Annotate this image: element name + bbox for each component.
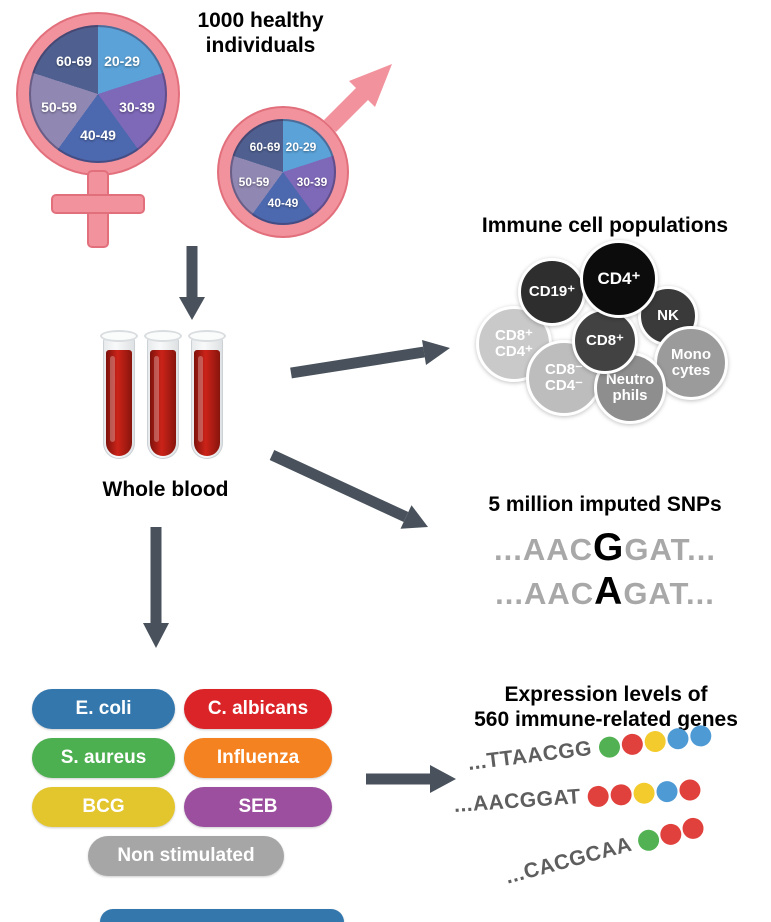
expression-dot-blue [655,779,679,803]
female-cross-bar [53,196,143,212]
tube-blood [194,350,220,456]
age-label-40-49: 40-49 [267,196,299,210]
blood-tube [100,330,138,459]
tube-rim [144,330,182,342]
female-ring: 60-69 20-29 30-39 40-49 50-59 [16,12,180,176]
age-label-20-29: 20-29 [104,53,140,69]
stimulus-ecoli: E. coli [32,689,175,729]
immune-cell-cluster: CD8⁺ CD4⁺ CD19⁺ NK Mono cytes CD8⁻ CD4⁻ … [470,238,770,438]
stimulus-influenza: Influenza [184,738,332,778]
tube-rim [188,330,226,342]
arrow-blood-to-stimuli [143,527,169,648]
arrow-individuals-to-blood [179,246,205,320]
gene-sequence: ...TTAACGG [466,736,594,775]
arrow-stimuli-to-expression [366,765,456,793]
cell-cd4: CD4⁺ [580,240,658,318]
stimulus-seb: SEB [184,787,332,827]
gene-sequence: ...CACGCAA [502,832,635,889]
seq-post: GAT... [624,532,716,567]
expression-dot-red [679,815,706,841]
snp-sequence-1: ...AACGGAT... [445,527,765,571]
gene-expression-row: ...AACGGAT [453,777,702,818]
expression-dot-green [597,734,621,759]
male-age-pie-chart: 60-69 20-29 30-39 40-49 50-59 [230,119,336,225]
stimulus-bcg: BCG [32,787,175,827]
cell-cd19: CD19⁺ [518,258,586,326]
male-ring: 60-69 20-29 30-39 40-49 50-59 [217,106,349,238]
cell-cd8: CD8⁺ [572,308,638,374]
age-label-40-49: 40-49 [80,127,116,143]
age-label-60-69: 60-69 [56,53,92,69]
blood-tube [188,330,226,459]
expression-dot-red [587,784,610,808]
tube-blood [106,350,132,456]
expression-dot-green [635,827,662,853]
stimulus-s-aureus: S. aureus [32,738,175,778]
arrow-blood-to-cells [290,340,450,379]
age-label-50-59: 50-59 [238,175,270,189]
expression-dot-blue [688,723,713,748]
age-label-30-39: 30-39 [119,99,155,115]
expression-title: Expression levels of 560 immune-related … [474,683,738,732]
expression-dot-red [678,778,702,801]
expression-dot-yellow [632,781,656,804]
snp-sequences: ...AACGGAT... ...AACAGAT... [445,527,765,615]
stimulus-pill-cropped [100,909,344,922]
female-age-pie-chart: 60-69 20-29 30-39 40-49 50-59 [29,25,167,163]
seq-pre: ...AAC [495,576,595,611]
expression-dot-red [657,821,684,847]
tube-blood [150,350,176,456]
stimulus-non-stimulated: Non stimulated [88,836,284,876]
stimulus-c-albicans: C. albicans [184,689,332,729]
variant-allele-a: A [594,570,624,613]
variant-allele-g: G [593,526,625,569]
blood-tubes [100,330,233,465]
age-label-50-59: 50-59 [41,99,77,115]
whole-blood-label: Whole blood [102,478,229,501]
age-label-30-39: 30-39 [296,175,328,189]
snp-sequence-2: ...AACAGAT... [445,571,765,615]
male-arrow-icon [323,64,392,133]
arrow-blood-to-snps [269,450,428,529]
immune-cells-title: Immune cell populations [481,214,729,237]
expression-dot-yellow [643,729,667,753]
gene-expression-row: ...CACGCAA [503,814,706,890]
tube-rim [100,330,138,342]
female-ring-inner: 60-69 20-29 30-39 40-49 50-59 [18,14,178,174]
age-label-20-29: 20-29 [285,140,317,154]
expression-dot-red [609,783,633,806]
age-label-60-69: 60-69 [249,140,281,154]
snps-title: 5 million imputed SNPs [488,493,722,516]
cohort-title: 1000 healthy individuals [197,9,324,58]
gene-sequence: ...AACGGAT [453,785,582,817]
expression-dot-red [620,732,644,756]
expression-dot-blue [665,726,690,750]
seq-pre: ...AAC [494,532,594,567]
blood-tube [144,330,182,459]
male-ring-inner: 60-69 20-29 30-39 40-49 50-59 [219,108,347,236]
seq-post: GAT... [623,576,715,611]
